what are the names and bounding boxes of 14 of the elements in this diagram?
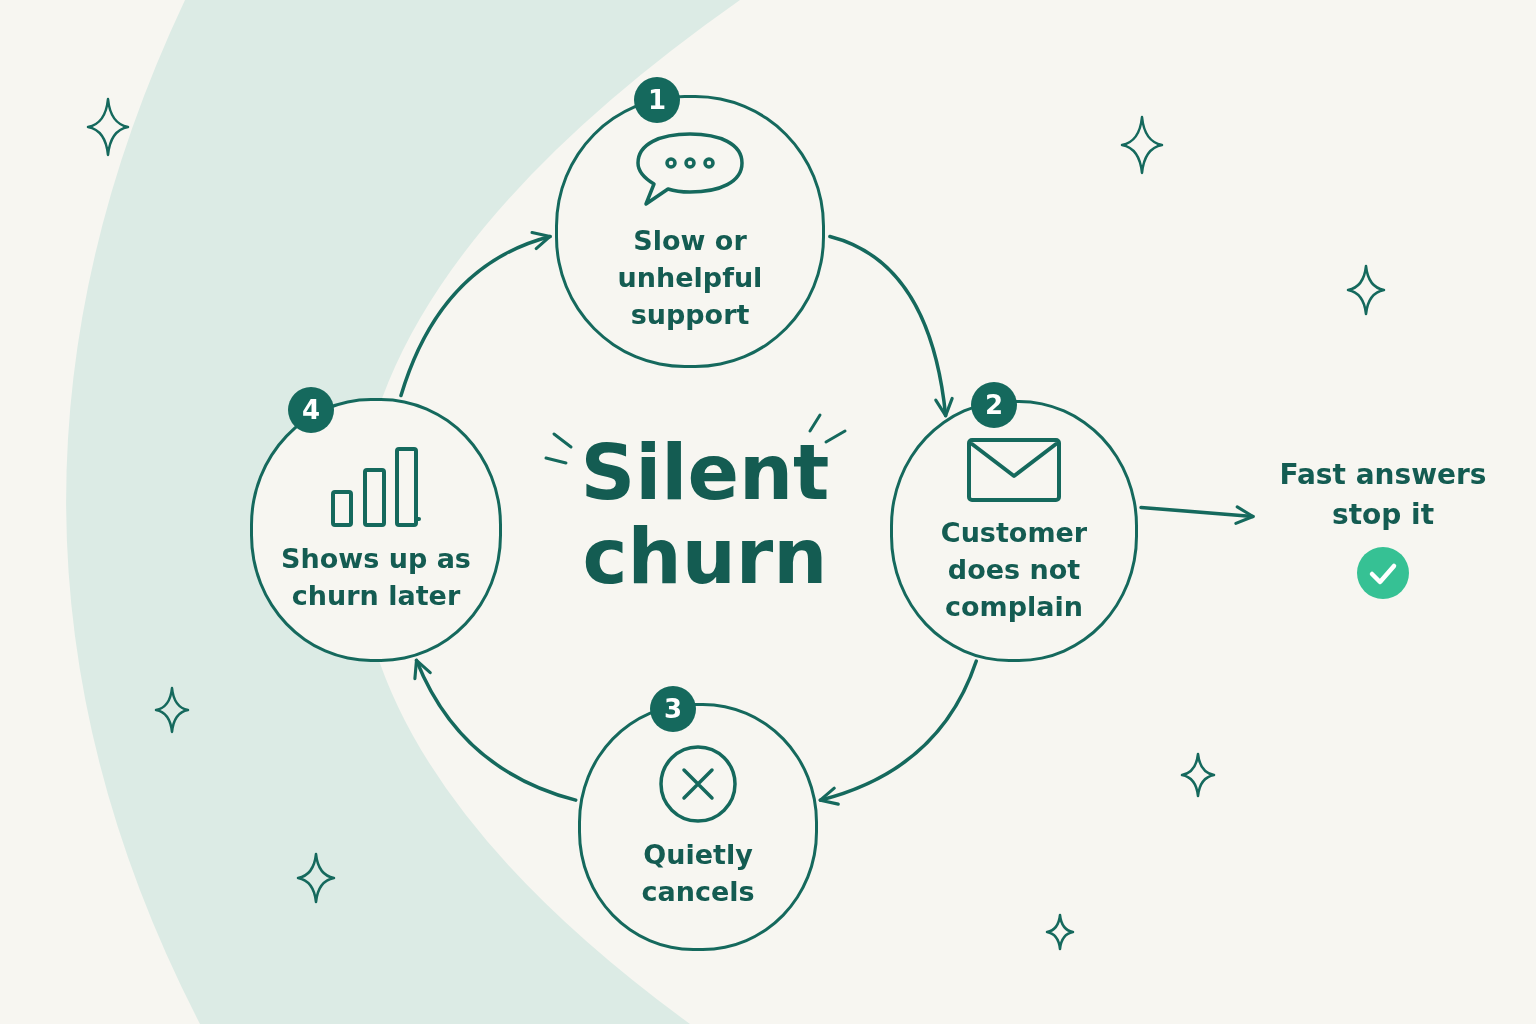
callout-text: Fast answers stop it — [1278, 457, 1488, 533]
arrow — [818, 659, 979, 806]
step-label: Quietly cancels — [640, 838, 756, 909]
arrow — [399, 231, 552, 398]
arrow — [1139, 505, 1255, 525]
step-number: 2 — [971, 382, 1017, 428]
step-number: 3 — [650, 686, 696, 732]
arrow — [414, 658, 578, 802]
step-label: Slow or unhelpful support — [616, 224, 764, 332]
step-number: 1 — [634, 77, 680, 123]
arrow — [828, 234, 954, 418]
diagram-title: Silent churn — [579, 431, 831, 599]
step-label: Shows up as churn later — [280, 542, 472, 613]
step-label: Customer does not complain — [939, 515, 1089, 624]
